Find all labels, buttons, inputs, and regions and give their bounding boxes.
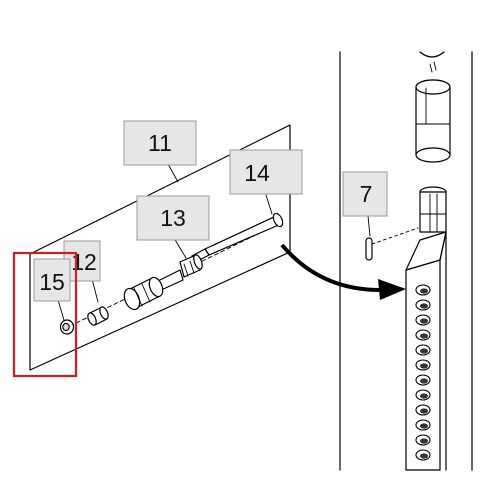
- sleeve: [87, 306, 109, 326]
- upper-tube: [415, 79, 451, 163]
- frame-lines: [339, 51, 473, 471]
- perforated-rail: [405, 231, 447, 471]
- callout-7: 7: [342, 171, 388, 217]
- callout-label-15: 15: [39, 269, 65, 295]
- callout-13: 13: [136, 195, 210, 241]
- leader-14: [265, 194, 273, 215]
- leader-12: [91, 278, 99, 303]
- callout-label-11: 11: [148, 130, 172, 156]
- leader-11: [167, 163, 179, 183]
- callout-15: 15: [33, 258, 71, 302]
- callout-14: 14: [229, 149, 303, 195]
- leader-15: [57, 299, 65, 321]
- rail-hole-shadow: [420, 363, 428, 369]
- rail-hole-shadow: [420, 378, 428, 384]
- rail-hole-shadow: [420, 408, 428, 414]
- mounting-panel: [29, 124, 291, 371]
- rail-hole-shadow: [420, 333, 428, 339]
- hex-nut: [123, 276, 164, 311]
- rail-hole-shadow: [420, 288, 428, 294]
- rail-hole-shadow: [420, 453, 428, 459]
- rail-hole-shadow: [420, 303, 428, 309]
- callout-label-13: 13: [160, 205, 186, 231]
- callout-11: 11: [123, 120, 197, 166]
- slot-piece: [419, 186, 447, 233]
- rail-hole-shadow: [420, 318, 428, 324]
- rail-hole-shadow: [420, 348, 428, 354]
- rail-hole-shadow: [420, 438, 428, 444]
- callout-label-14: 14: [244, 160, 270, 186]
- small-pin: [365, 237, 373, 261]
- end-cap: [59, 319, 75, 335]
- top-cap-curve: [419, 51, 445, 58]
- leader-13: [173, 237, 187, 259]
- highlight-box: [12, 251, 78, 378]
- leader-7: [367, 215, 371, 237]
- collar: [179, 254, 203, 278]
- rail-hole-shadow: [420, 393, 428, 399]
- rail-hole-shadow: [420, 423, 428, 429]
- direction-arrow: [280, 243, 406, 300]
- callout-label-7: 7: [360, 181, 373, 207]
